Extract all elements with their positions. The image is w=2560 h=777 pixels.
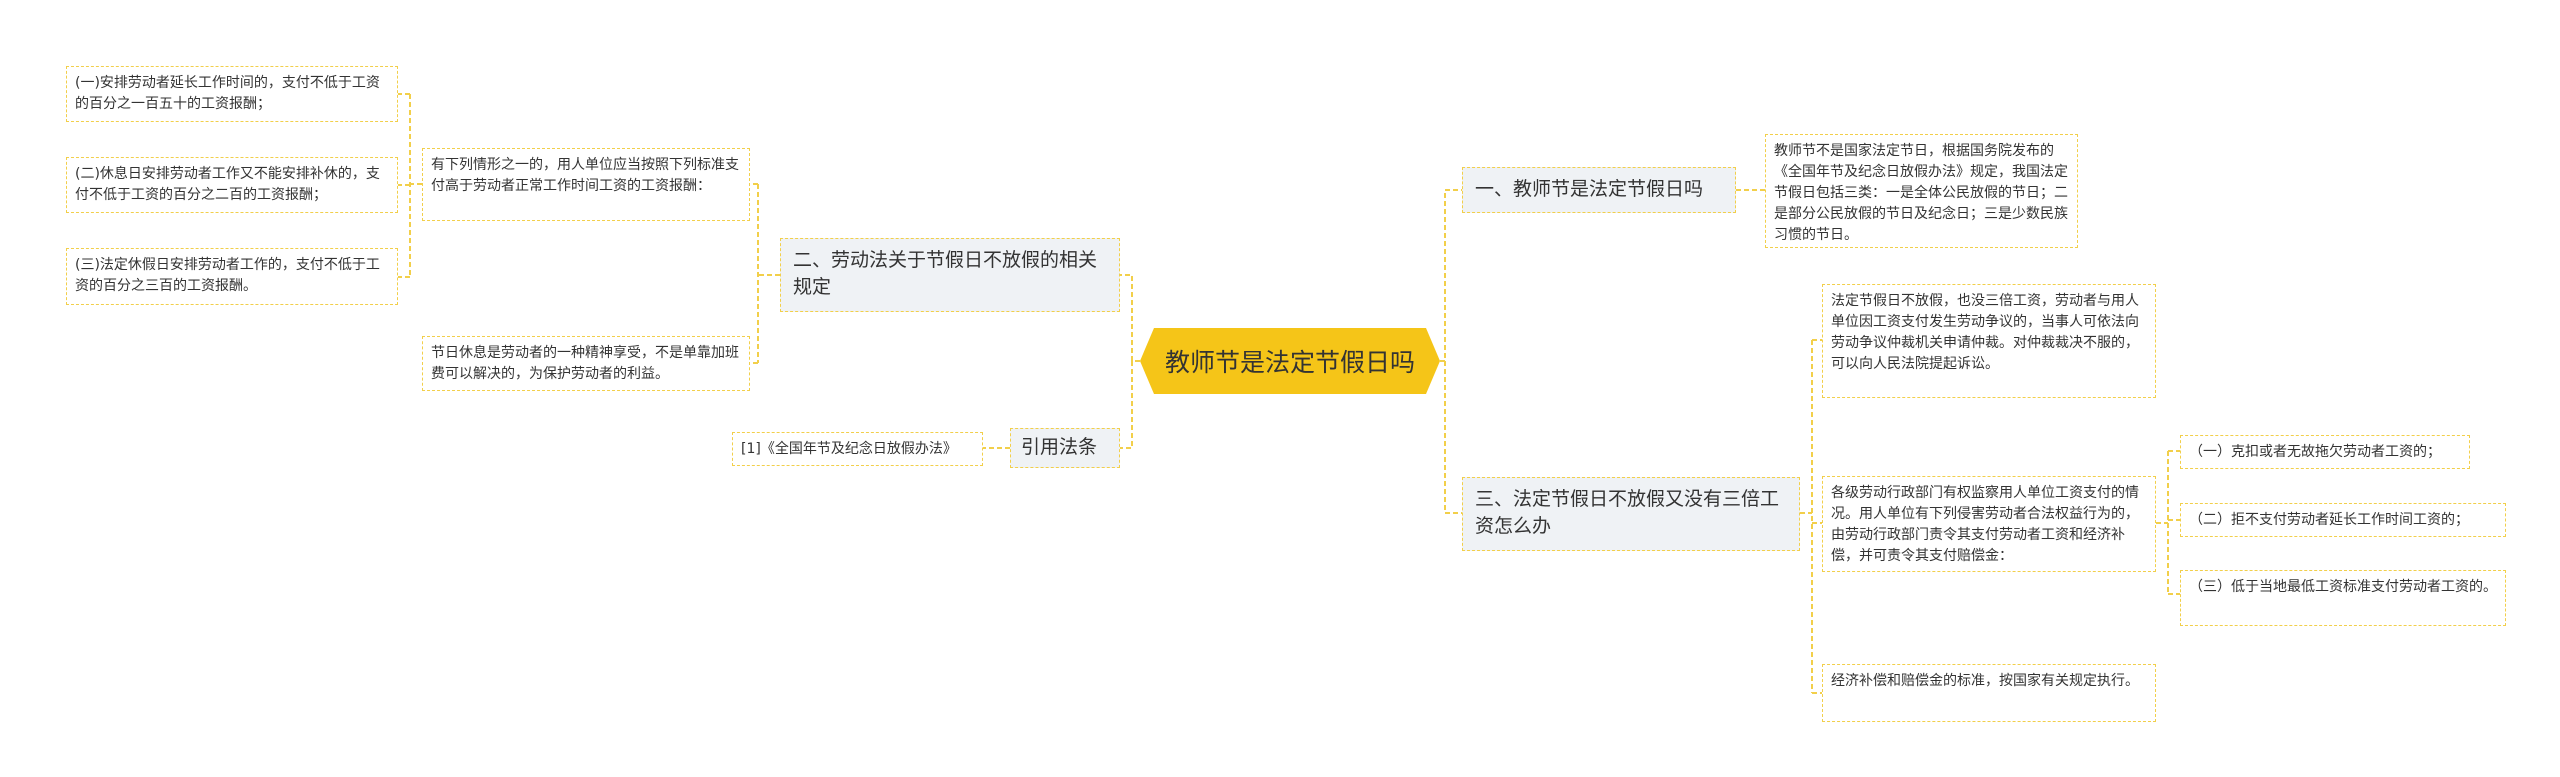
branch-2-intro-text: 有下列情形之一的，用人单位应当按照下列标准支付高于劳动者正常工作时间工资的工资报… <box>431 157 739 194</box>
branch-3-leaf-3[interactable]: 经济补偿和赔偿金的标准，按国家有关规定执行。 <box>1822 664 2156 722</box>
branch-1-leaf[interactable]: 教师节不是国家法定节日，根据国务院发布的《全国年节及纪念日放假办法》规定，我国法… <box>1765 134 2078 248</box>
branch-3-sub-3[interactable]: （三）低于当地最低工资标准支付劳动者工资的。 <box>2180 570 2506 626</box>
branch-2-item-2[interactable]: (二)休息日安排劳动者工作又不能安排补休的，支付不低于工资的百分之二百的工资报酬… <box>66 157 398 213</box>
branch-3-leaf-3-text: 经济补偿和赔偿金的标准，按国家有关规定执行。 <box>1831 673 2139 689</box>
branch-4-node[interactable]: 引用法条 <box>1010 428 1120 468</box>
branch-2-item-1-text: (一)安排劳动者延长工作时间的，支付不低于工资的百分之一百五十的工资报酬； <box>75 75 380 112</box>
branch-2-item-3[interactable]: (三)法定休假日安排劳动者工作的，支付不低于工资的百分之三百的工资报酬。 <box>66 248 398 305</box>
branch-2-intro[interactable]: 有下列情形之一的，用人单位应当按照下列标准支付高于劳动者正常工作时间工资的工资报… <box>422 148 750 221</box>
branch-2-item-2-text: (二)休息日安排劳动者工作又不能安排补休的，支付不低于工资的百分之二百的工资报酬… <box>75 166 380 203</box>
branch-1-leaf-text: 教师节不是国家法定节日，根据国务院发布的《全国年节及纪念日放假办法》规定，我国法… <box>1774 143 2068 243</box>
branch-2-item-3-text: (三)法定休假日安排劳动者工作的，支付不低于工资的百分之三百的工资报酬。 <box>75 257 380 294</box>
branch-3-sub-2-text: （二）拒不支付劳动者延长工作时间工资的； <box>2189 512 2469 528</box>
root-node[interactable]: 教师节是法定节假日吗 <box>1140 328 1440 394</box>
branch-4-label: 引用法条 <box>1021 436 1098 458</box>
branch-2-item-1[interactable]: (一)安排劳动者延长工作时间的，支付不低于工资的百分之一百五十的工资报酬； <box>66 66 398 122</box>
root-shape <box>1140 328 1440 394</box>
branch-3-leaf-1[interactable]: 法定节假日不放假，也没三倍工资，劳动者与用人单位因工资支付发生劳动争议的，当事人… <box>1822 284 2156 398</box>
branch-3-sub-1[interactable]: （一）克扣或者无故拖欠劳动者工资的； <box>2180 435 2470 469</box>
root-title: 教师节是法定节假日吗 <box>1164 348 1415 377</box>
branch-2-note-text: 节日休息是劳动者的一种精神享受，不是单靠加班费可以解决的，为保护劳动者的利益。 <box>431 345 739 382</box>
branch-3-sub-2[interactable]: （二）拒不支付劳动者延长工作时间工资的； <box>2180 503 2506 537</box>
branch-4-leaf-text: [1]《全国年节及纪念日放假办法》 <box>741 441 957 457</box>
branch-2-node[interactable]: 二、劳动法关于节假日不放假的相关规定 <box>780 238 1120 312</box>
branch-3-sub-3-text: （三）低于当地最低工资标准支付劳动者工资的。 <box>2189 579 2497 595</box>
branch-3-sub-1-text: （一）克扣或者无故拖欠劳动者工资的； <box>2189 444 2441 460</box>
branch-2-label: 二、劳动法关于节假日不放假的相关规定 <box>793 249 1098 298</box>
branch-1-node[interactable]: 一、教师节是法定节假日吗 <box>1462 167 1736 213</box>
branch-2-note[interactable]: 节日休息是劳动者的一种精神享受，不是单靠加班费可以解决的，为保护劳动者的利益。 <box>422 336 750 391</box>
branch-1-label: 一、教师节是法定节假日吗 <box>1475 178 1704 200</box>
branch-3-leaf-2[interactable]: 各级劳动行政部门有权监察用人单位工资支付的情况。用人单位有下列侵害劳动者合法权益… <box>1822 476 2156 572</box>
branch-3-label: 三、法定节假日不放假又没有三倍工资怎么办 <box>1475 488 1780 537</box>
branch-3-node[interactable]: 三、法定节假日不放假又没有三倍工资怎么办 <box>1462 477 1800 551</box>
branch-3-leaf-2-text: 各级劳动行政部门有权监察用人单位工资支付的情况。用人单位有下列侵害劳动者合法权益… <box>1831 485 2139 564</box>
branch-4-leaf[interactable]: [1]《全国年节及纪念日放假办法》 <box>732 432 983 466</box>
branch-3-leaf-1-text: 法定节假日不放假，也没三倍工资，劳动者与用人单位因工资支付发生劳动争议的，当事人… <box>1831 293 2139 372</box>
